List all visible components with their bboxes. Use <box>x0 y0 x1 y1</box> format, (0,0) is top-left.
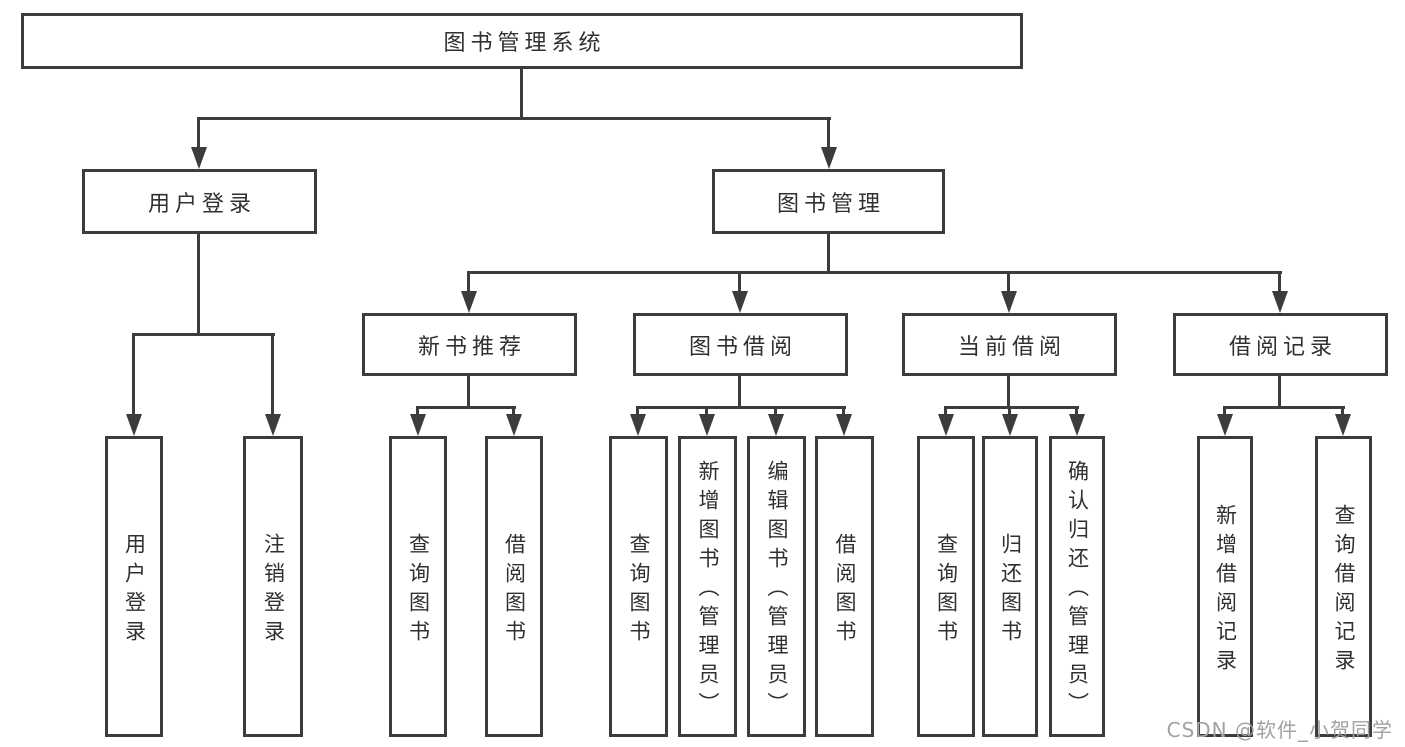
leaf-borrow-books-recommend: 借阅图书 <box>485 436 543 737</box>
leaf-label: 借阅图书 <box>502 532 527 649</box>
connector-arrow-shaft <box>636 406 639 418</box>
arrowhead-down <box>1272 291 1288 313</box>
node-book-management: 图书管理 <box>712 169 945 234</box>
arrowhead-down <box>1002 414 1018 436</box>
leaf-label: 查询图书 <box>627 532 652 649</box>
connector-level2-split <box>467 271 1282 274</box>
connector-stem <box>467 376 470 409</box>
node-label: 当前借阅 <box>957 334 1066 360</box>
arrowhead-down <box>732 291 748 313</box>
connector-arrow-shaft <box>1223 406 1226 418</box>
connector-arrow-shaft <box>738 271 741 295</box>
arrowhead-down <box>630 414 646 436</box>
connector-arrow-shaft <box>271 333 274 418</box>
connector-arrow-shaft <box>1075 406 1078 418</box>
leaf-label: 借阅图书 <box>833 532 858 649</box>
arrowhead-down <box>1217 414 1233 436</box>
leaf-add-borrow-record: 新增借阅记录 <box>1197 436 1253 737</box>
connector-arrow-shaft <box>827 117 830 151</box>
leaf-label: 用户登录 <box>122 532 147 649</box>
csdn-watermark: CSDN @软件_小贺同学 <box>1166 718 1393 742</box>
leaf-query-books-current: 查询图书 <box>917 436 975 737</box>
node-current-borrowing: 当前借阅 <box>902 313 1117 376</box>
connector-arrow-shaft <box>705 406 708 418</box>
node-label: 借阅记录 <box>1228 334 1337 360</box>
connector-arrow-shaft <box>132 333 135 418</box>
connector-arrow-shaft <box>1278 271 1281 295</box>
node-new-book-recommend: 新书推荐 <box>362 313 577 376</box>
leaf-label: 编辑图书（管理员） <box>765 460 790 721</box>
leaf-label: 归还图书 <box>998 532 1023 649</box>
leaf-label: 查询图书 <box>406 532 431 649</box>
connector-arrow-shaft <box>467 271 470 295</box>
connector-arrow-shaft <box>774 406 777 418</box>
connector-stem <box>1278 376 1281 409</box>
connector-split <box>944 406 1079 409</box>
node-label: 新书推荐 <box>417 334 526 360</box>
node-book-borrowing: 图书借阅 <box>633 313 848 376</box>
node-root-system: 图书管理系统 <box>21 13 1023 69</box>
arrowhead-down <box>126 414 142 436</box>
connector-arrow-shaft <box>1007 271 1010 295</box>
connector-split <box>1223 406 1345 409</box>
leaf-label: 新增图书（管理员） <box>696 460 721 721</box>
leaf-query-borrow-record: 查询借阅记录 <box>1315 436 1372 737</box>
leaf-confirm-return-admin: 确认归还（管理员） <box>1049 436 1105 737</box>
leaf-query-books-recommend: 查询图书 <box>389 436 447 737</box>
arrowhead-down <box>938 414 954 436</box>
node-label: 图书借阅 <box>688 334 797 360</box>
node-label: 图书管理系统 <box>443 31 606 56</box>
connector-stem <box>738 376 741 409</box>
arrowhead-down <box>265 414 281 436</box>
arrowhead-down <box>461 291 477 313</box>
node-user-login: 用户登录 <box>82 169 317 234</box>
connector-split <box>416 406 516 409</box>
leaf-label: 查询图书 <box>934 532 959 649</box>
connector-arrow-shaft <box>416 406 419 418</box>
connector-arrow-shaft <box>512 406 515 418</box>
leaf-return-book: 归还图书 <box>982 436 1038 737</box>
connector-level1-split <box>197 117 831 120</box>
arrowhead-down <box>821 147 837 169</box>
leaf-user-login: 用户登录 <box>105 436 163 737</box>
connector-arrow-shaft <box>842 406 845 418</box>
arrowhead-down <box>506 414 522 436</box>
arrowhead-down <box>699 414 715 436</box>
arrowhead-down <box>768 414 784 436</box>
leaf-label: 确认归还（管理员） <box>1065 460 1090 721</box>
connector-root-stem <box>520 68 523 120</box>
connector-user-login-split <box>132 333 275 336</box>
connector-user-login-stem <box>197 233 200 335</box>
connector-book-mgmt-stem <box>827 233 830 274</box>
leaf-label: 新增借阅记录 <box>1213 503 1238 678</box>
connector-arrow-shaft <box>1008 406 1011 418</box>
node-borrowing-records: 借阅记录 <box>1173 313 1388 376</box>
arrowhead-down <box>836 414 852 436</box>
leaf-label: 查询借阅记录 <box>1332 503 1357 678</box>
node-label: 图书管理 <box>776 191 885 217</box>
connector-arrow-shaft <box>944 406 947 418</box>
connector-split <box>636 406 846 409</box>
arrowhead-down <box>191 147 207 169</box>
arrowhead-down <box>1001 291 1017 313</box>
connector-stem <box>1007 376 1010 409</box>
arrowhead-down <box>410 414 426 436</box>
leaf-query-books-borrowing: 查询图书 <box>609 436 668 737</box>
leaf-add-book-admin: 新增图书（管理员） <box>678 436 737 737</box>
leaf-borrow-books: 借阅图书 <box>815 436 874 737</box>
node-label: 用户登录 <box>147 191 256 217</box>
arrowhead-down <box>1335 414 1351 436</box>
leaf-logout: 注销登录 <box>243 436 303 737</box>
connector-arrow-shaft <box>197 117 200 151</box>
leaf-edit-book-admin: 编辑图书（管理员） <box>747 436 806 737</box>
arrowhead-down <box>1069 414 1085 436</box>
leaf-label: 注销登录 <box>261 532 286 649</box>
connector-arrow-shaft <box>1341 406 1344 418</box>
